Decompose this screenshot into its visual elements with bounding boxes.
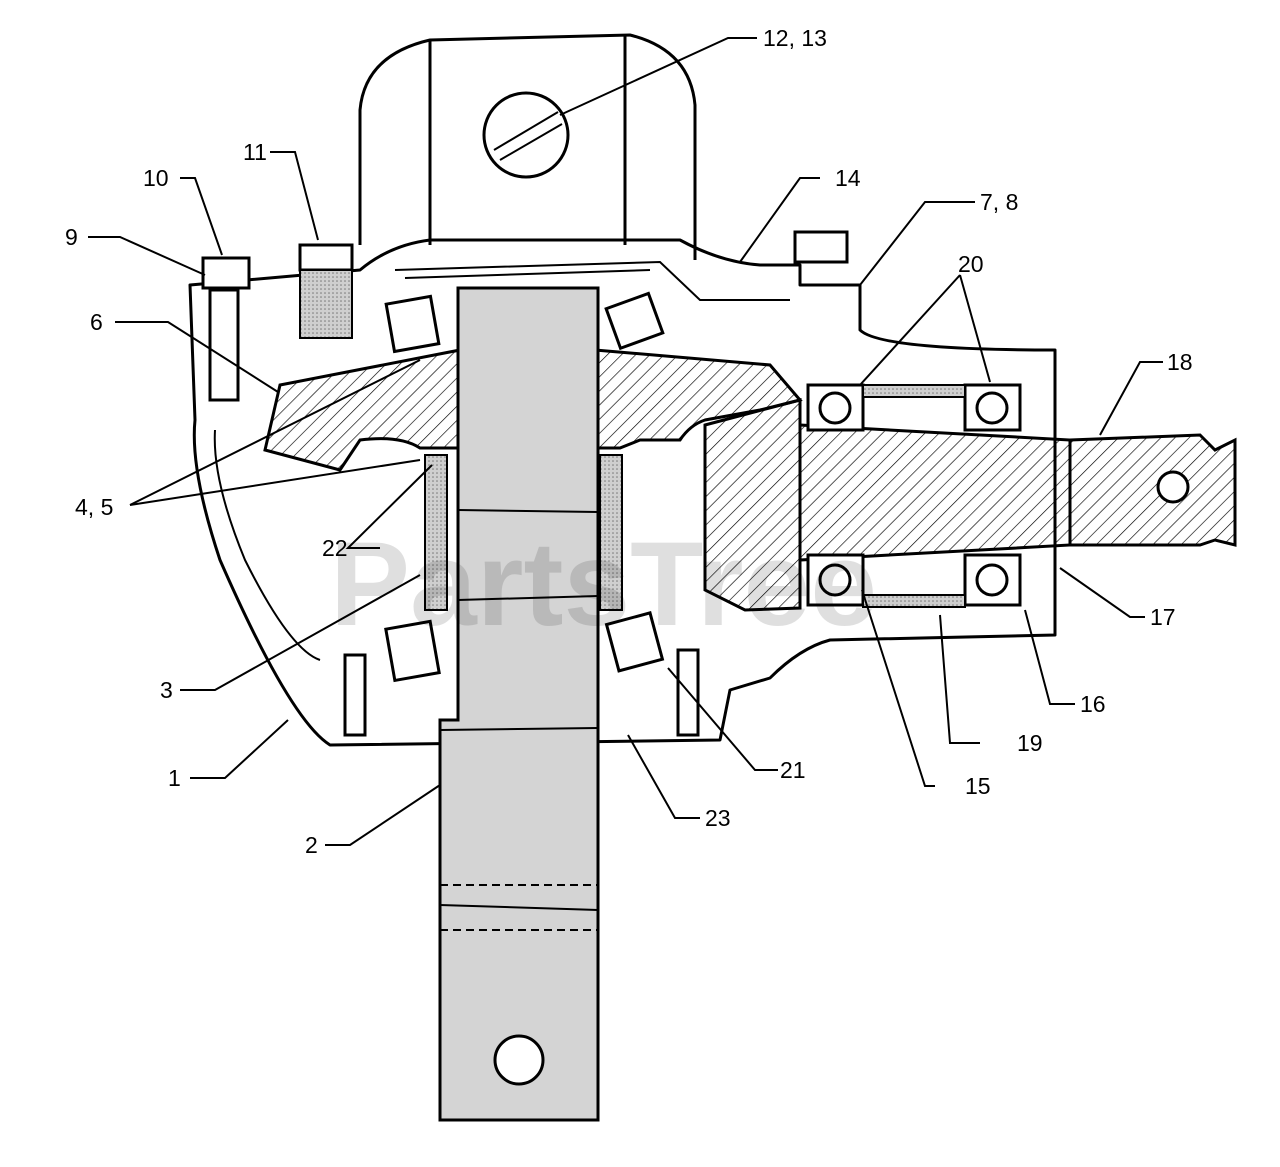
callout-1: 1 [168, 765, 181, 791]
main-shaft [438, 286, 600, 1122]
callout-2: 2 [305, 832, 318, 858]
shaft-hole-icon [1156, 470, 1190, 504]
leader-lines [88, 37, 1163, 846]
callout-9: 9 [65, 224, 78, 250]
callout-14: 14 [835, 165, 861, 191]
callout-18: 18 [1167, 349, 1193, 375]
callout-21: 21 [780, 757, 806, 783]
shaft-end [1068, 433, 1237, 547]
callout-23: 23 [705, 805, 731, 831]
callout-17: 17 [1150, 604, 1176, 630]
callout-10: 10 [143, 165, 169, 191]
output-bearings [806, 383, 1022, 608]
shaft-hole-lower-icon [493, 1034, 545, 1086]
spacer-sleeve [424, 454, 448, 611]
callout-20: 20 [958, 251, 984, 277]
pinion-gear [703, 398, 802, 612]
callout-12-13: 12, 13 [763, 25, 827, 51]
callout-19: 19 [1017, 730, 1043, 756]
tapered-bearings [384, 291, 665, 683]
callout-11: 11 [243, 139, 267, 165]
callout-6: 6 [90, 309, 103, 335]
callout-22: 22 [322, 535, 348, 561]
spacer-sleeve-right [599, 454, 623, 611]
bevel-gear [263, 348, 462, 472]
mounting-bracket [358, 33, 697, 260]
watermark: PartsTree [330, 517, 877, 651]
callout-15: 15 [965, 773, 991, 799]
bolts [201, 230, 849, 737]
callout-4-5: 4, 5 [75, 494, 113, 520]
callout-16: 16 [1080, 691, 1106, 717]
callout-labels: 1 2 3 4, 5 6 7, 8 9 10 11 12, 13 14 15 1… [65, 25, 1193, 858]
callout-3: 3 [160, 677, 173, 703]
callout-7-8: 7, 8 [980, 189, 1018, 215]
